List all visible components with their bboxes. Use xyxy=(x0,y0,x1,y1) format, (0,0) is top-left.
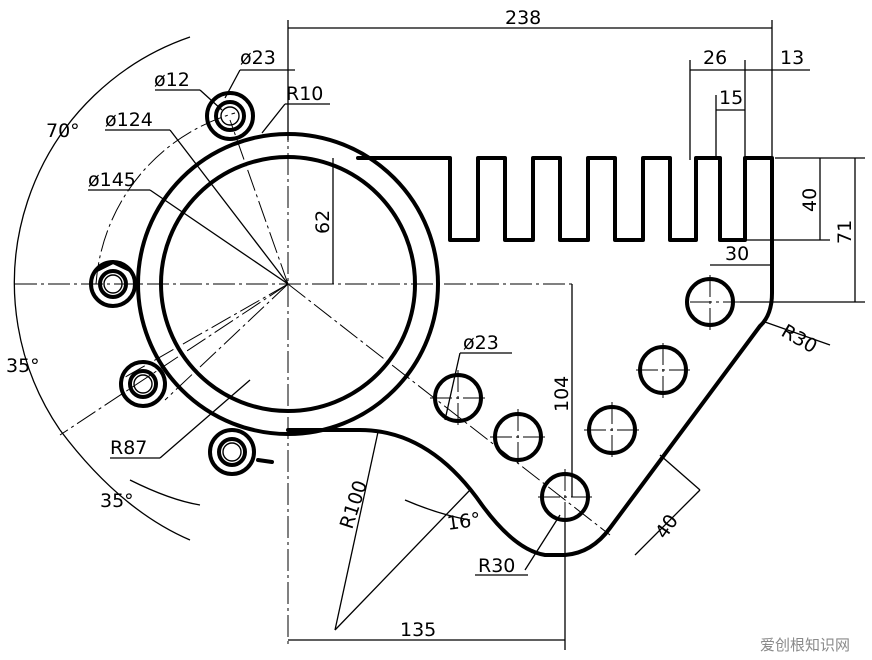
angle-16: 16° xyxy=(446,508,482,534)
dim-40-vertical: 40 xyxy=(799,188,821,212)
diameter-124: ø124 xyxy=(105,109,153,131)
dim-71: 71 xyxy=(834,220,856,244)
hole-4 xyxy=(433,373,483,423)
diameter-23-lug: ø23 xyxy=(240,47,276,69)
comb-rack xyxy=(286,156,774,557)
hole-5 xyxy=(493,412,543,462)
lug-bottom xyxy=(208,428,256,476)
radius-r30-upper: R30 xyxy=(778,320,821,358)
dim-40-slanted: 40 xyxy=(651,510,683,542)
dim-30: 30 xyxy=(725,243,749,265)
dim-135: 135 xyxy=(400,619,436,641)
hole-3 xyxy=(587,405,637,455)
diameter-145: ø145 xyxy=(88,169,136,191)
watermark: 爱创根知识网 xyxy=(760,636,850,654)
inner-bore xyxy=(159,155,417,413)
angle-35-bottom: 35° xyxy=(100,490,134,512)
angle-35-left: 35° xyxy=(6,355,40,377)
dim-62: 62 xyxy=(312,210,334,234)
dimension-lines xyxy=(13,20,865,650)
part-outline xyxy=(89,91,774,557)
diameter-23-hole: ø23 xyxy=(463,332,499,354)
dim-15: 15 xyxy=(719,87,743,109)
lug-left xyxy=(89,260,137,308)
center-lines xyxy=(15,112,740,645)
radius-r10: R10 xyxy=(286,83,323,105)
dim-26: 26 xyxy=(703,47,727,69)
radius-r100: R100 xyxy=(336,478,372,532)
lug-top xyxy=(205,91,255,141)
lug-lower-left xyxy=(119,360,167,408)
radius-r87: R87 xyxy=(110,437,147,459)
radius-r30-lower: R30 xyxy=(478,555,515,577)
angle-70: 70° xyxy=(46,120,80,142)
hole-2 xyxy=(638,345,688,395)
dim-238: 238 xyxy=(505,7,541,29)
dimension-text: 238 26 13 15 40 71 30 62 104 40 135 R10 … xyxy=(6,7,856,641)
diameter-12: ø12 xyxy=(154,69,190,91)
dim-13: 13 xyxy=(780,47,804,69)
dim-104: 104 xyxy=(551,376,573,412)
hole-1 xyxy=(685,277,735,327)
